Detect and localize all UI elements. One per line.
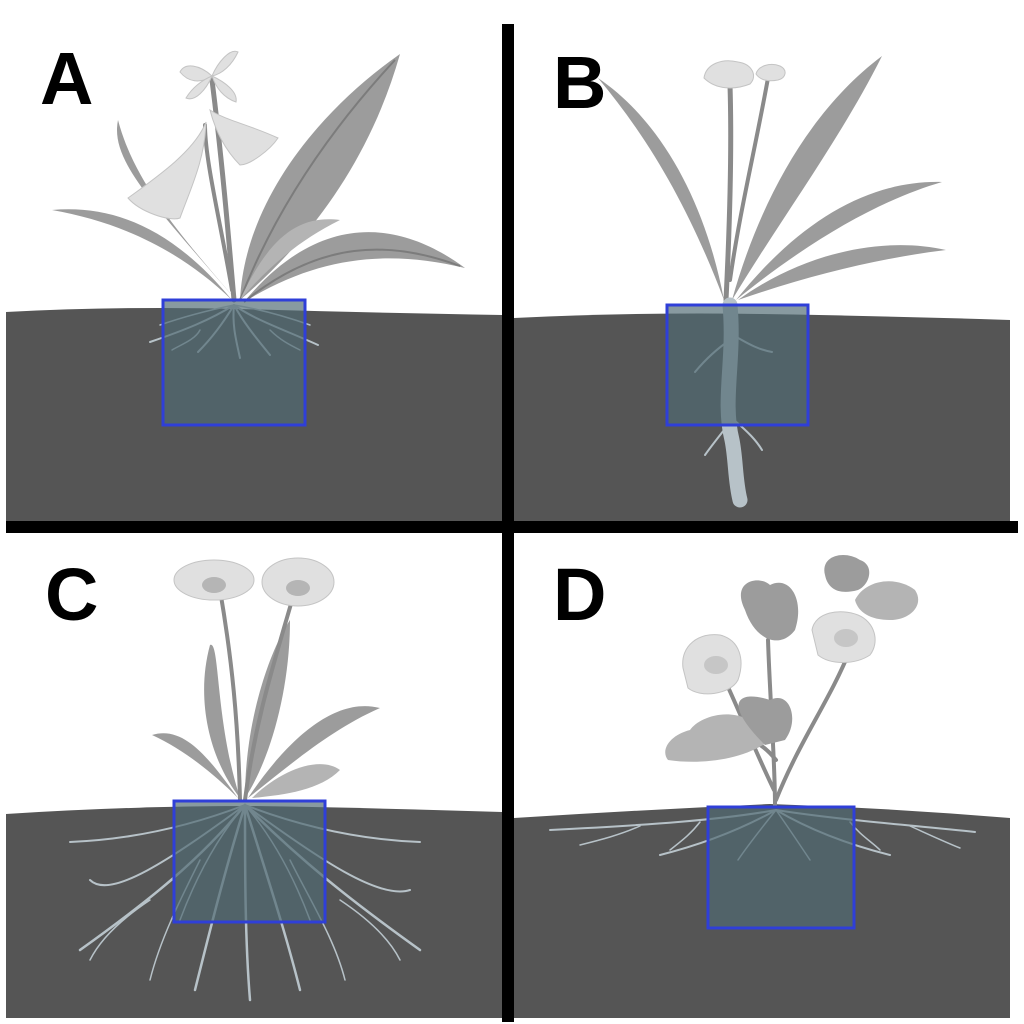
leaf-c [252,764,340,798]
flower-center-d [834,629,858,647]
flower-center-d [704,656,728,674]
panel-label-d: D [553,553,606,636]
flower-b [755,63,786,82]
panel-b: B [514,41,1010,522]
flower-a [185,75,213,100]
plant-c [152,557,380,802]
leaf-a [52,209,232,300]
flower-a [211,50,239,77]
root-zone-b [665,303,810,427]
leaf-d [855,581,919,620]
leaf-d [665,714,770,762]
flower-center-c [202,577,226,593]
root-c [339,899,401,961]
panel-c: C [6,553,502,1018]
root-d [579,825,641,846]
panel-label-b: B [553,41,606,124]
leaf-b [738,245,946,300]
root-zone-d [706,805,856,930]
flower-a [209,108,279,166]
panel-d: D [514,553,1010,1018]
plant-b [598,56,946,303]
stem-c [218,588,242,802]
stem-b [728,76,770,282]
leaf-b [598,78,724,300]
leaf-midrib-a [239,59,396,301]
leaf-d [740,580,799,641]
stem-c [243,588,297,802]
flower-center-c [286,580,310,596]
root-d [909,825,961,849]
leaf-c [245,620,290,798]
flower-b [703,60,754,89]
flower-a [179,65,213,82]
stem-d [774,648,852,802]
divider-horizontal [6,521,1018,533]
flower-a [211,75,237,103]
plant-d [665,555,919,808]
flower-a [127,121,207,220]
leaf-c [204,644,240,798]
leaf-midrib-a [243,248,461,303]
leaf-d [738,696,793,745]
root-d [669,821,701,851]
leaf-a [240,54,400,300]
panel-a: A [6,37,502,522]
stem-a [209,77,237,303]
root-zone-a [161,298,307,427]
plant-a [52,50,465,303]
leaf-a [240,219,340,300]
stem-b [723,82,734,303]
root-c [89,899,151,961]
panel-label-a: A [40,37,93,120]
panel-label-c: C [45,553,98,636]
stem-a [203,123,234,292]
leaf-b [732,56,882,300]
leaf-d [824,555,870,592]
leaf-a [244,232,465,302]
root-zone-c [172,799,327,924]
